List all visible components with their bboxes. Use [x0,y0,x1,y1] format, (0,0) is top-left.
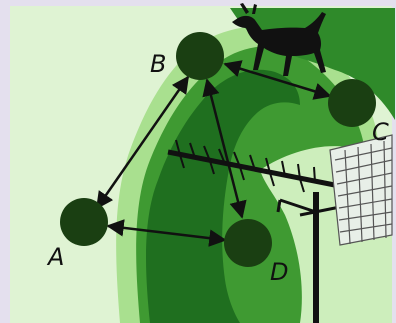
node-b [176,32,224,80]
node-layer [60,32,376,267]
deer-icon [232,3,326,76]
edge-b-d [202,78,247,219]
edge-a-b [95,75,190,210]
node-a [60,198,108,246]
node-label-b: B [150,50,166,78]
node-label-c: C [372,118,389,146]
node-label-a: A [46,243,64,271]
node-c [328,79,376,127]
edge-a-d [106,219,227,247]
node-d [224,219,272,267]
edge-layer [95,60,332,247]
node-label-d: D [270,258,288,286]
edge-b-c [223,60,332,100]
